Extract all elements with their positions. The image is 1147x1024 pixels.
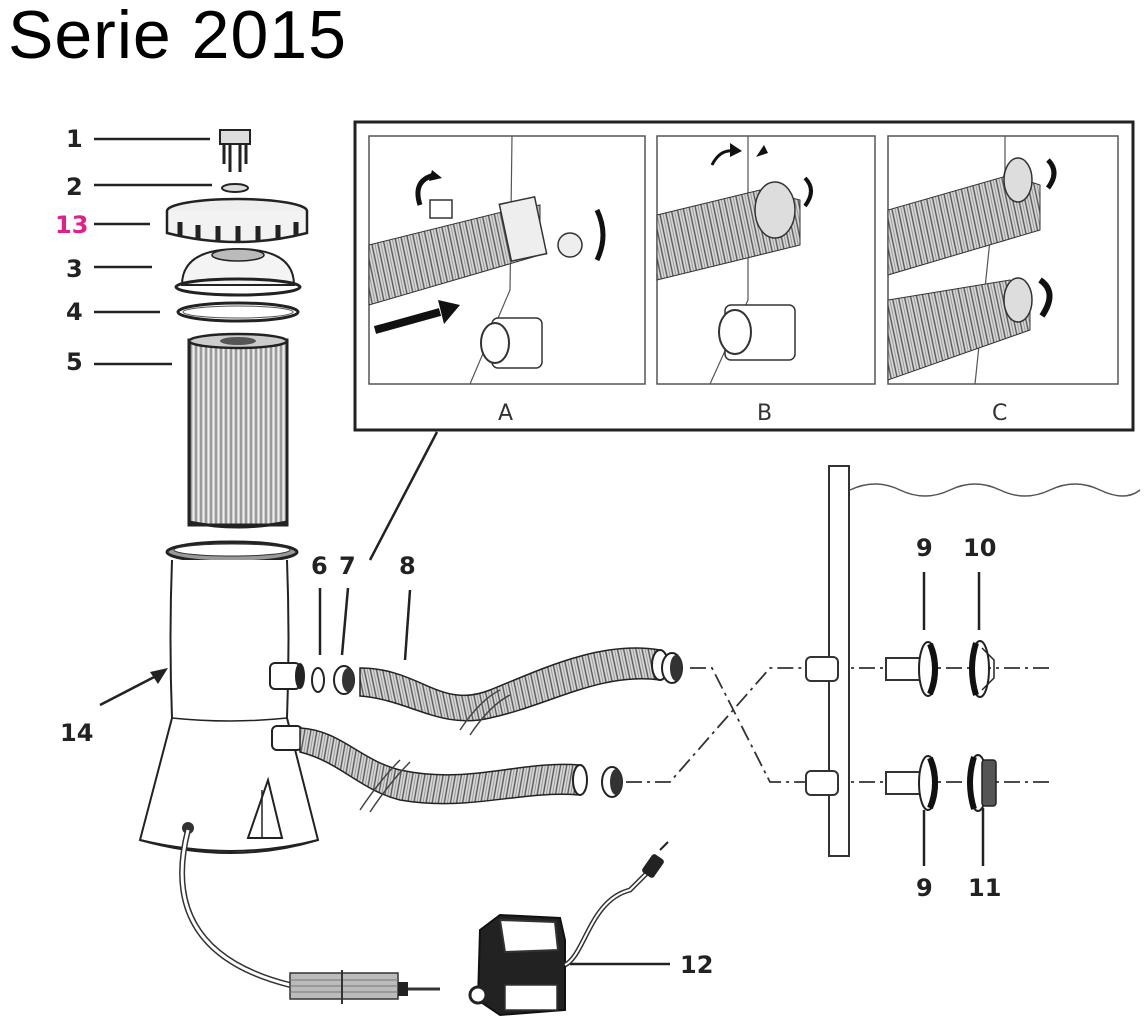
callout-label-5: 5 (66, 348, 83, 376)
callout-label-7: 7 (339, 552, 356, 580)
part-9-connector-upper (885, 641, 938, 697)
part-7-hose-clamp (333, 665, 355, 695)
inset-pointer-line (368, 431, 439, 561)
callout-12: 12 (570, 951, 713, 979)
inset-panel-b-label: B (757, 401, 772, 426)
part-4-o-ring-seal (176, 301, 300, 323)
callout-label-6: 6 (311, 552, 328, 580)
callout-9-upper: 9 (916, 534, 933, 630)
callout-14: 14 (60, 668, 168, 747)
part-13-lid-nut (165, 197, 309, 244)
callout-label-11: 11 (968, 874, 1001, 902)
part-1-drain-plug (219, 129, 251, 172)
callout-label-3: 3 (66, 255, 83, 283)
callout-5: 5 (66, 348, 172, 376)
part-9-connector-lower (885, 755, 938, 811)
callout-3: 3 (66, 255, 152, 283)
callout-label-4: 4 (66, 298, 83, 326)
callout-9-lower: 9 (916, 810, 933, 902)
part-12-pump-motor (468, 841, 669, 1017)
callout-label-14: 14 (60, 719, 93, 747)
callout-label-9-upper: 9 (916, 534, 933, 562)
part-5-filter-cartridge (187, 332, 289, 529)
callout-label-8: 8 (399, 552, 416, 580)
part-2-o-ring (221, 183, 249, 193)
power-cord (179, 829, 440, 1004)
callout-7: 7 (339, 552, 356, 656)
callout-10: 10 (963, 534, 996, 630)
part-3-filter-cover (174, 247, 302, 297)
part-8-hose-upper (359, 647, 683, 736)
callout-4: 4 (66, 298, 160, 326)
callout-label-9-lower: 9 (916, 874, 933, 902)
callout-6: 6 (311, 552, 328, 655)
inset-panel-a-label: A (498, 401, 513, 426)
callout-1: 1 (66, 125, 210, 153)
connection-lines (626, 667, 1050, 783)
callout-2: 2 (66, 173, 212, 201)
part-6-washer (311, 667, 325, 693)
callout-label-1: 1 (66, 125, 83, 153)
callout-label-13: 13 (55, 211, 88, 239)
inset-panel-c-label: C (992, 401, 1007, 426)
callout-11: 11 (968, 808, 1001, 902)
inset-panel-a: A (368, 135, 646, 426)
part-14-pump-housing (138, 540, 320, 854)
hose-clamp-upper-end (661, 652, 683, 684)
inset-panel-c: C (887, 135, 1119, 426)
callout-label-2: 2 (66, 173, 83, 201)
callout-13: 13 (55, 211, 150, 239)
part-8-hose-lower (299, 727, 623, 813)
hose-clamp-lower-end (601, 766, 623, 798)
inset-assembly-steps: A B C (353, 120, 1135, 561)
callout-label-12: 12 (680, 951, 713, 979)
callout-8: 8 (399, 552, 416, 661)
inset-panel-b: B (656, 135, 876, 426)
part-10-strainer-grid (969, 640, 995, 698)
diagram-title: Serie 2015 (8, 0, 347, 73)
callout-label-10: 10 (963, 534, 996, 562)
part-11-flow-regulator (967, 754, 997, 812)
pool-wall (805, 465, 1141, 857)
